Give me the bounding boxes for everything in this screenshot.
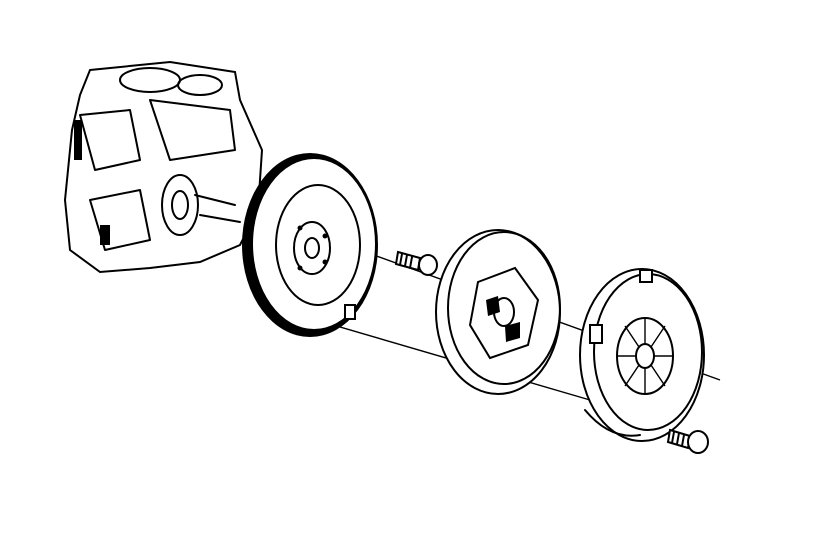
flywheel-bolt: [394, 250, 438, 276]
engine-block: [63, 60, 264, 274]
pressure-plate-bolt: [666, 428, 709, 454]
flywheel: [242, 153, 378, 337]
clutch-disc: [435, 229, 561, 395]
pressure-plate: [579, 268, 705, 442]
